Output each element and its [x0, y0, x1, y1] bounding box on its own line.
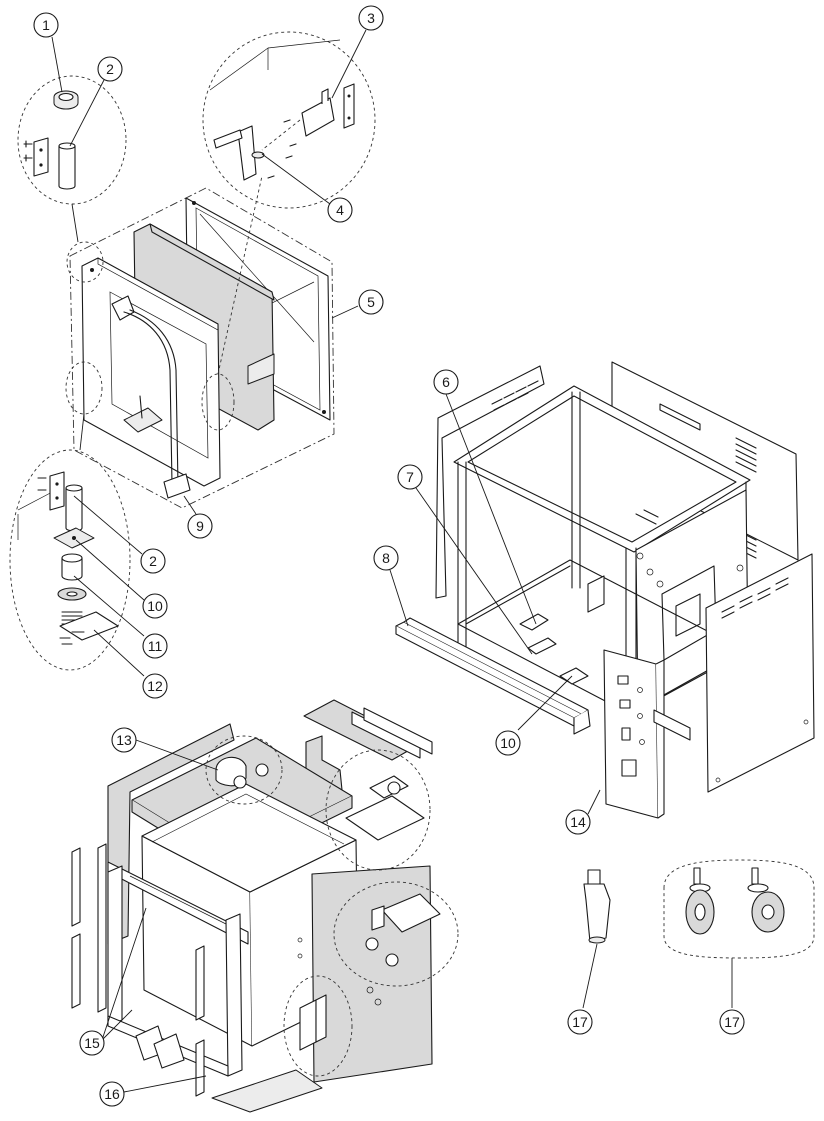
- callout-label: 1: [42, 17, 50, 33]
- callout-15: 15: [79, 1030, 105, 1056]
- callout-label: 5: [367, 294, 375, 310]
- callout-label: 6: [442, 374, 450, 390]
- callout-label: 3: [367, 10, 375, 26]
- lower-hinge-detail: [9, 449, 131, 671]
- callout-label: 2: [106, 61, 114, 77]
- callout-label: 7: [406, 469, 414, 485]
- callout-label: 13: [116, 732, 132, 748]
- callout-17: 17: [567, 1009, 593, 1035]
- callout-6: 6: [433, 369, 459, 395]
- callout-14: 14: [565, 809, 591, 835]
- callout-5: 5: [358, 289, 384, 315]
- callout-leaders: [51, 29, 601, 1093]
- callout-9: 9: [187, 513, 213, 539]
- callout-17b: 17: [719, 1009, 745, 1035]
- callout-label: 15: [84, 1035, 100, 1051]
- callout-10b: 10: [495, 730, 521, 756]
- callout-label: 17: [572, 1014, 588, 1030]
- callout-label: 12: [147, 678, 163, 694]
- upper-hinge-detail: [17, 75, 127, 243]
- callout-11: 11: [142, 633, 168, 659]
- door-assembly: [65, 175, 335, 509]
- latch-detail: [202, 31, 376, 209]
- cavity-assembly: [71, 699, 459, 1113]
- callout-12: 12: [142, 673, 168, 699]
- callout-8: 8: [373, 545, 399, 571]
- callout-13: 13: [111, 727, 137, 753]
- callout-16: 16: [99, 1081, 125, 1107]
- callout-1: 1: [33, 12, 59, 38]
- callout-label: 9: [196, 518, 204, 534]
- callout-4: 4: [327, 197, 353, 223]
- callout-label: 17: [724, 1014, 740, 1030]
- callout-label: 2: [149, 553, 157, 569]
- callout-label: 10: [147, 598, 163, 614]
- callout-10: 10: [142, 593, 168, 619]
- callout-2: 2: [97, 56, 123, 82]
- callout-3: 3: [358, 5, 384, 31]
- callout-label: 10: [500, 735, 516, 751]
- callout-label: 8: [382, 550, 390, 566]
- callout-7: 7: [397, 464, 423, 490]
- callout-label: 4: [336, 202, 344, 218]
- callout-label: 11: [148, 638, 163, 654]
- callout-label: 16: [104, 1086, 120, 1102]
- adjustable-leg: [582, 869, 611, 1009]
- cabinet-frame: [395, 361, 815, 819]
- casters: [663, 859, 815, 1008]
- callout-label: 14: [570, 814, 586, 830]
- callout-2b: 2: [140, 548, 166, 574]
